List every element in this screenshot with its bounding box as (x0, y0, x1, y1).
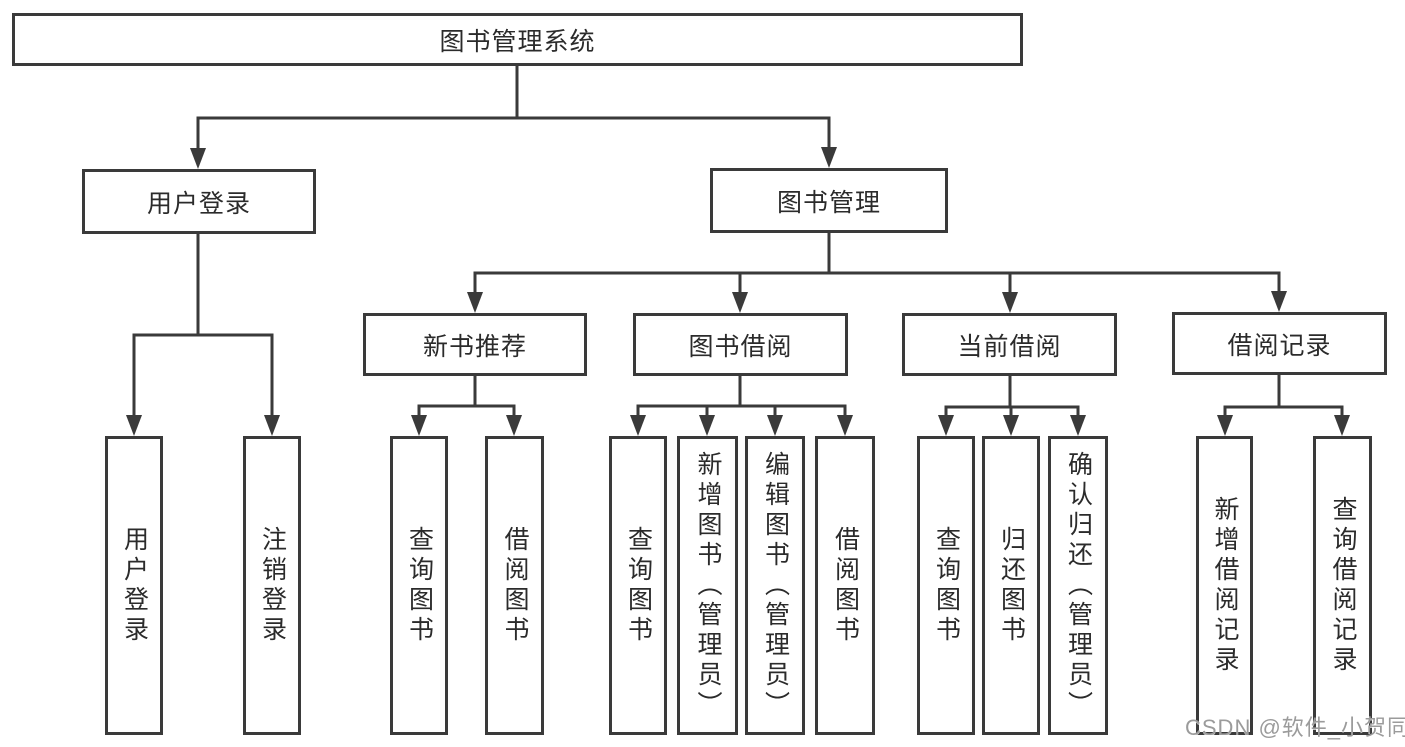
node-label: 图书借阅 (688, 332, 793, 361)
leaf-query-books-recommend: 查询图书 (390, 436, 448, 735)
node-label: 图书管理系统 (439, 27, 596, 56)
arrowheads-user-login-group (126, 415, 280, 436)
leaf-edit-books-admin: 编辑图书（管理员） (745, 436, 805, 735)
node-label: 用户登录 (146, 189, 251, 218)
csdn-watermark: CSDN @软件_小贺同学 (1185, 715, 1405, 740)
node-label: 注销登录 (258, 525, 287, 646)
node-label: 新增借阅记录 (1211, 495, 1239, 676)
node-label: 图书管理 (776, 188, 881, 217)
arrowheads-current-borrow-group (938, 415, 1086, 436)
arrowheads-new-book-group (411, 415, 522, 436)
leaf-query-books-current: 查询图书 (917, 436, 975, 735)
node-label: 查询图书 (405, 525, 434, 646)
connector-user-login-group (132, 233, 274, 416)
leaf-user-login: 用户登录 (105, 436, 163, 735)
leaf-logout: 注销登录 (243, 436, 301, 735)
node-label: 新书推荐 (422, 332, 527, 361)
leaf-confirm-return-admin: 确认归还（管理员） (1048, 436, 1108, 735)
leaf-add-borrow-record: 新增借阅记录 (1196, 436, 1253, 735)
node-label: 新增图书（管理员） (694, 450, 722, 721)
arrowheads-level2 (190, 147, 837, 169)
connector-new-book-group (417, 376, 516, 416)
node-label: 借阅图书 (501, 525, 529, 646)
leaf-return-books: 归还图书 (982, 436, 1040, 735)
arrowheads-borrow-records-group (1217, 415, 1350, 436)
node-label: 用户登录 (120, 525, 149, 646)
node-label: 查询借阅记录 (1329, 495, 1357, 676)
node-label: 查询图书 (624, 525, 653, 646)
node-label: 查询图书 (932, 525, 961, 646)
leaf-borrow-books: 借阅图书 (815, 436, 875, 735)
leaf-add-books-admin: 新增图书（管理员） (677, 436, 738, 735)
arrowheads-book-borrow-group (630, 415, 853, 436)
connector-book-management-to-level3 (473, 233, 1281, 293)
node-label: 借阅记录 (1227, 331, 1332, 360)
node-user-login-group: 用户登录 (82, 169, 316, 234)
connector-book-borrow-group (636, 376, 847, 416)
arrowheads-level3 (467, 291, 1287, 313)
node-book-management: 图书管理 (710, 168, 948, 233)
connector-borrow-records-group (1223, 375, 1344, 416)
node-label: 归还图书 (997, 525, 1026, 646)
node-root-system: 图书管理系统 (12, 13, 1023, 66)
node-label: 当前借阅 (957, 332, 1062, 361)
connector-root-to-level2 (196, 66, 831, 150)
leaf-borrow-books-recommend: 借阅图书 (485, 436, 544, 735)
node-new-book-recommend: 新书推荐 (363, 313, 587, 376)
leaf-query-borrow-record: 查询借阅记录 (1313, 436, 1372, 735)
node-label: 借阅图书 (831, 525, 860, 646)
leaf-query-books-borrow: 查询图书 (609, 436, 667, 735)
node-label: 确认归还（管理员） (1064, 450, 1093, 721)
node-book-borrow: 图书借阅 (633, 313, 848, 376)
connector-current-borrow-group (944, 376, 1080, 416)
node-label: 编辑图书（管理员） (761, 450, 790, 721)
node-current-borrow: 当前借阅 (902, 313, 1117, 376)
node-borrow-records: 借阅记录 (1172, 312, 1387, 375)
